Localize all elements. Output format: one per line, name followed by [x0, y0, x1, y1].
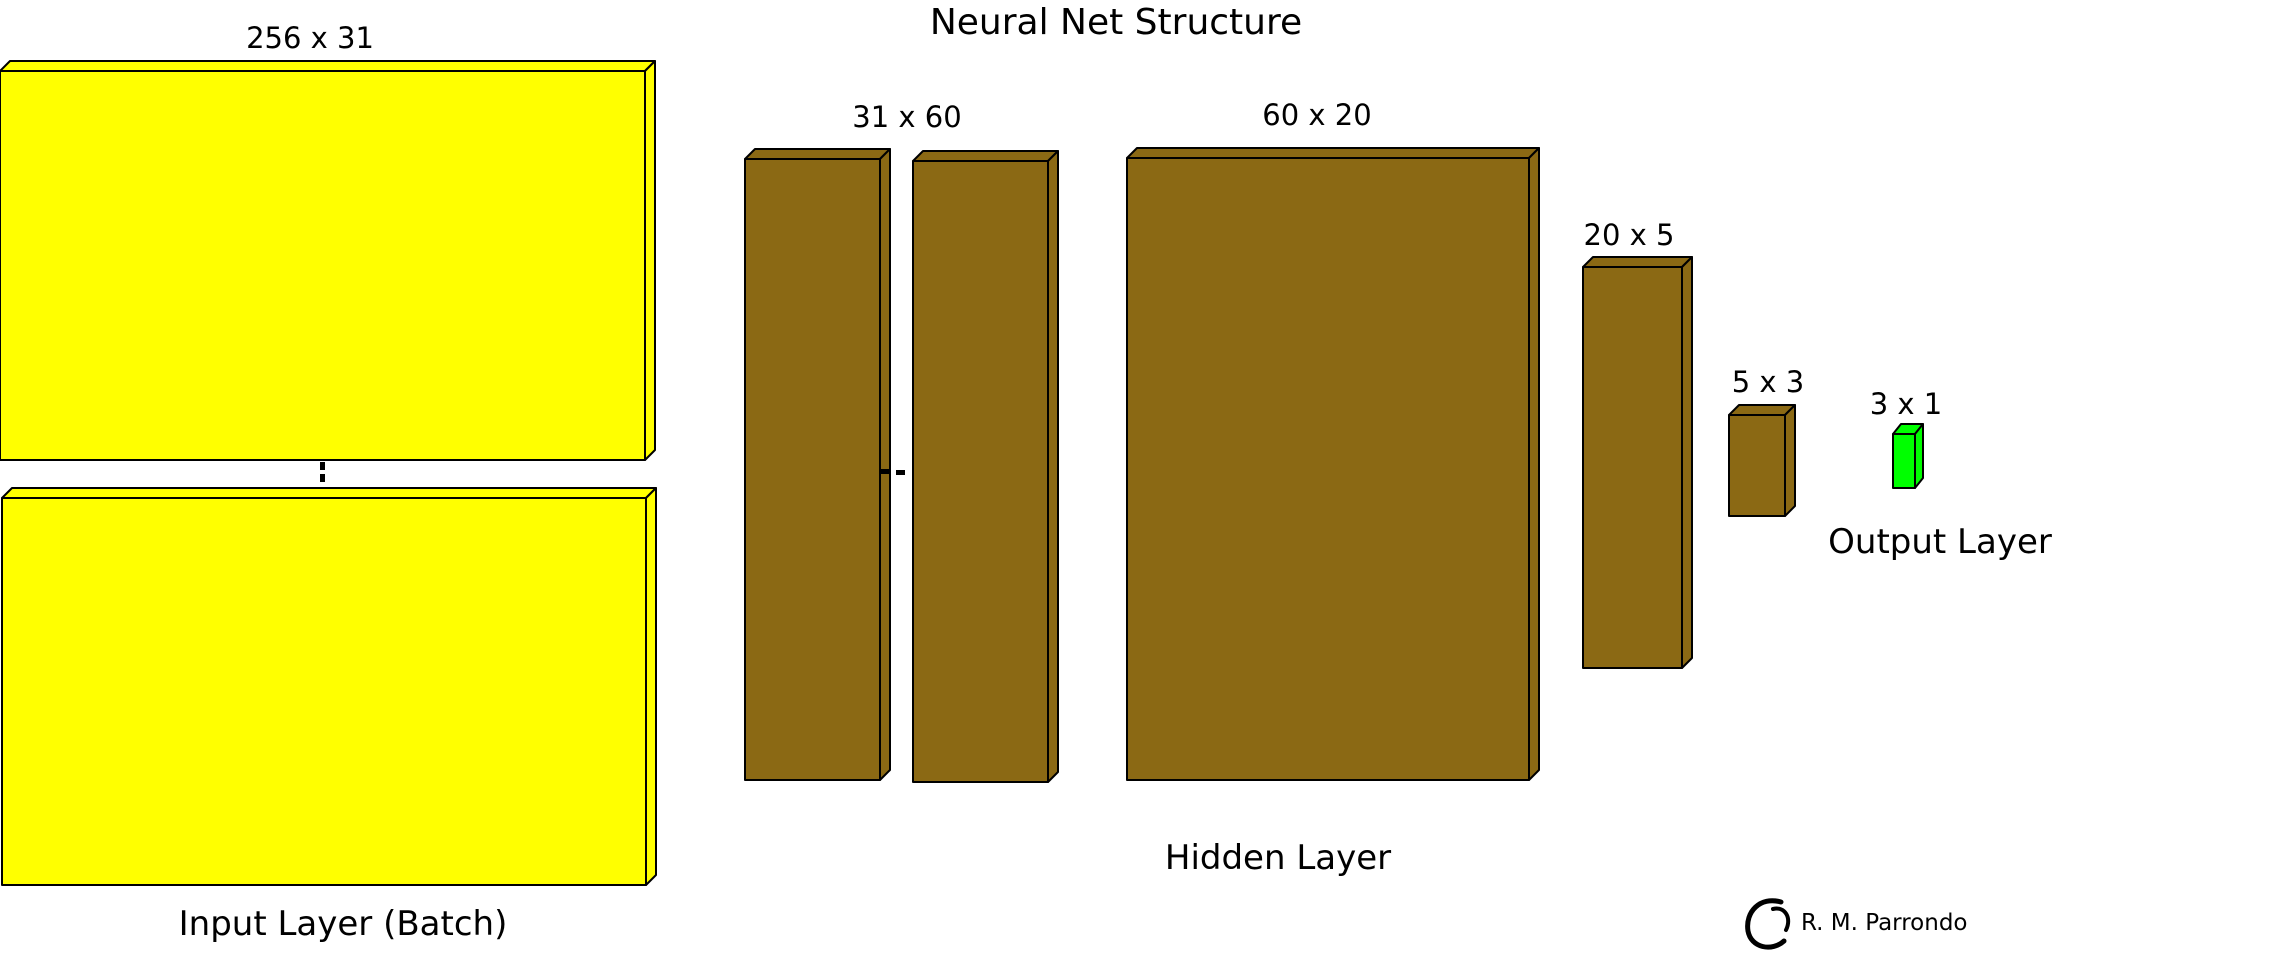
hidden-block-3-dimension: 20 x 5	[1584, 218, 1675, 252]
hidden-layer-label: Hidden Layer	[1165, 838, 1391, 878]
hidden-block-2	[1126, 147, 1540, 781]
hidden-block-2-dimension: 60 x 20	[1262, 98, 1371, 132]
hidden-block-1-dimension: 31 x 60	[852, 100, 961, 134]
input-block-bottom	[1, 487, 657, 886]
batch-continuation-dots	[320, 462, 325, 482]
diagram-title: Neural Net Structure	[930, 2, 1302, 43]
enso-circle-logo-icon	[1745, 898, 1791, 950]
input-block-top	[0, 60, 656, 461]
input-layer-label: Input Layer (Batch)	[179, 904, 508, 944]
hidden-block-1b	[912, 150, 1059, 783]
output-block	[1892, 423, 1924, 489]
hidden-block-4	[1728, 404, 1796, 517]
output-block-dimension: 3 x 1	[1870, 387, 1943, 421]
hidden-continuation-dots	[881, 469, 905, 475]
hidden-block-4-dimension: 5 x 3	[1732, 365, 1805, 399]
output-layer-label: Output Layer	[1828, 522, 2052, 562]
input-block-dimension: 256 x 31	[246, 21, 374, 55]
hidden-block-1a	[744, 148, 891, 781]
author-credit: R. M. Parrondo	[1801, 910, 1968, 936]
hidden-block-3	[1582, 256, 1693, 669]
